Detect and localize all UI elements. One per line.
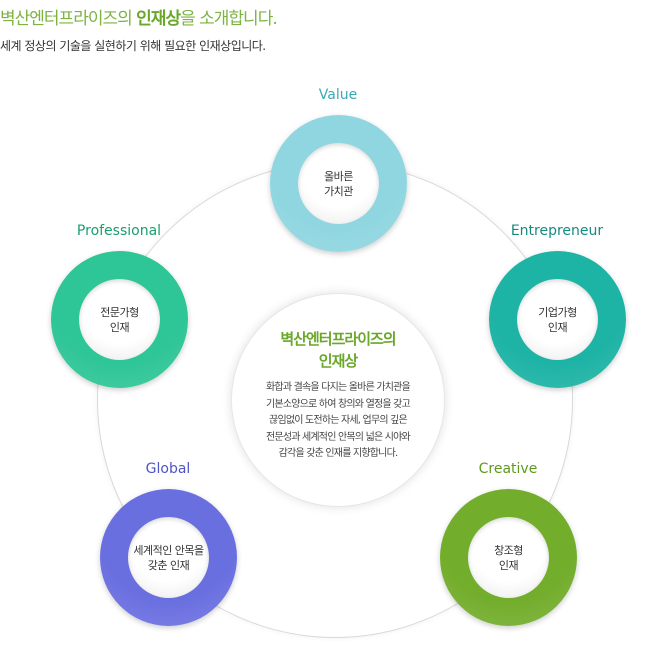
node-line: 인재: [498, 558, 519, 572]
node-line: 인재: [109, 320, 130, 334]
node-label-entrepreneur: Entrepreneur: [510, 223, 604, 239]
desc-line: 끊임없이 도전하는 자세, 업무의 깊은: [269, 415, 408, 426]
node-line: 전문가형: [100, 305, 139, 319]
center-description: 화합과 결속을 다지는 올바른 가치관을 기본소양으로 하여 창의와 열정을 갖…: [232, 380, 444, 463]
title-highlight: 인재상: [136, 9, 181, 29]
desc-line: 기본소양으로 하여 창의와 열정을 갖고: [266, 398, 411, 410]
center-title-line: 벽산엔터프라이즈의: [280, 330, 396, 348]
node-line: 가치관: [324, 184, 353, 198]
node-line: 갖춘 인재: [147, 558, 190, 572]
title-text: 벽산엔터프라이즈의: [0, 9, 137, 29]
page-subtitle: 세계 정상의 기술을 실현하기 위해 필요한 인재상입니다.: [0, 39, 266, 53]
desc-line: 전문성과 세계적인 안목의 넓은 시야와: [266, 431, 411, 443]
desc-line: 감각을 갖춘 인재를 지향합니다.: [278, 448, 399, 459]
node-line: 창조형: [494, 543, 523, 557]
node-label-creative: Creative: [478, 461, 538, 477]
node-line: 인재: [547, 320, 568, 334]
page-title: 벽산엔터프라이즈의 인재상을 소개합니다.: [0, 4, 278, 29]
node-line: 기업가형: [538, 305, 577, 319]
center-title-line: 인재상: [318, 352, 358, 370]
node-label-value: Value: [318, 87, 358, 103]
node-label-professional: Professional: [76, 223, 162, 239]
title-text-end: 을 소개합니다.: [180, 9, 278, 29]
node-line: 올바른: [324, 169, 353, 183]
node-line: 세계적인 안목을: [133, 543, 204, 557]
node-label-global: Global: [145, 461, 191, 477]
desc-line: 화합과 결속을 다지는 올바른 가치관을: [266, 382, 411, 393]
